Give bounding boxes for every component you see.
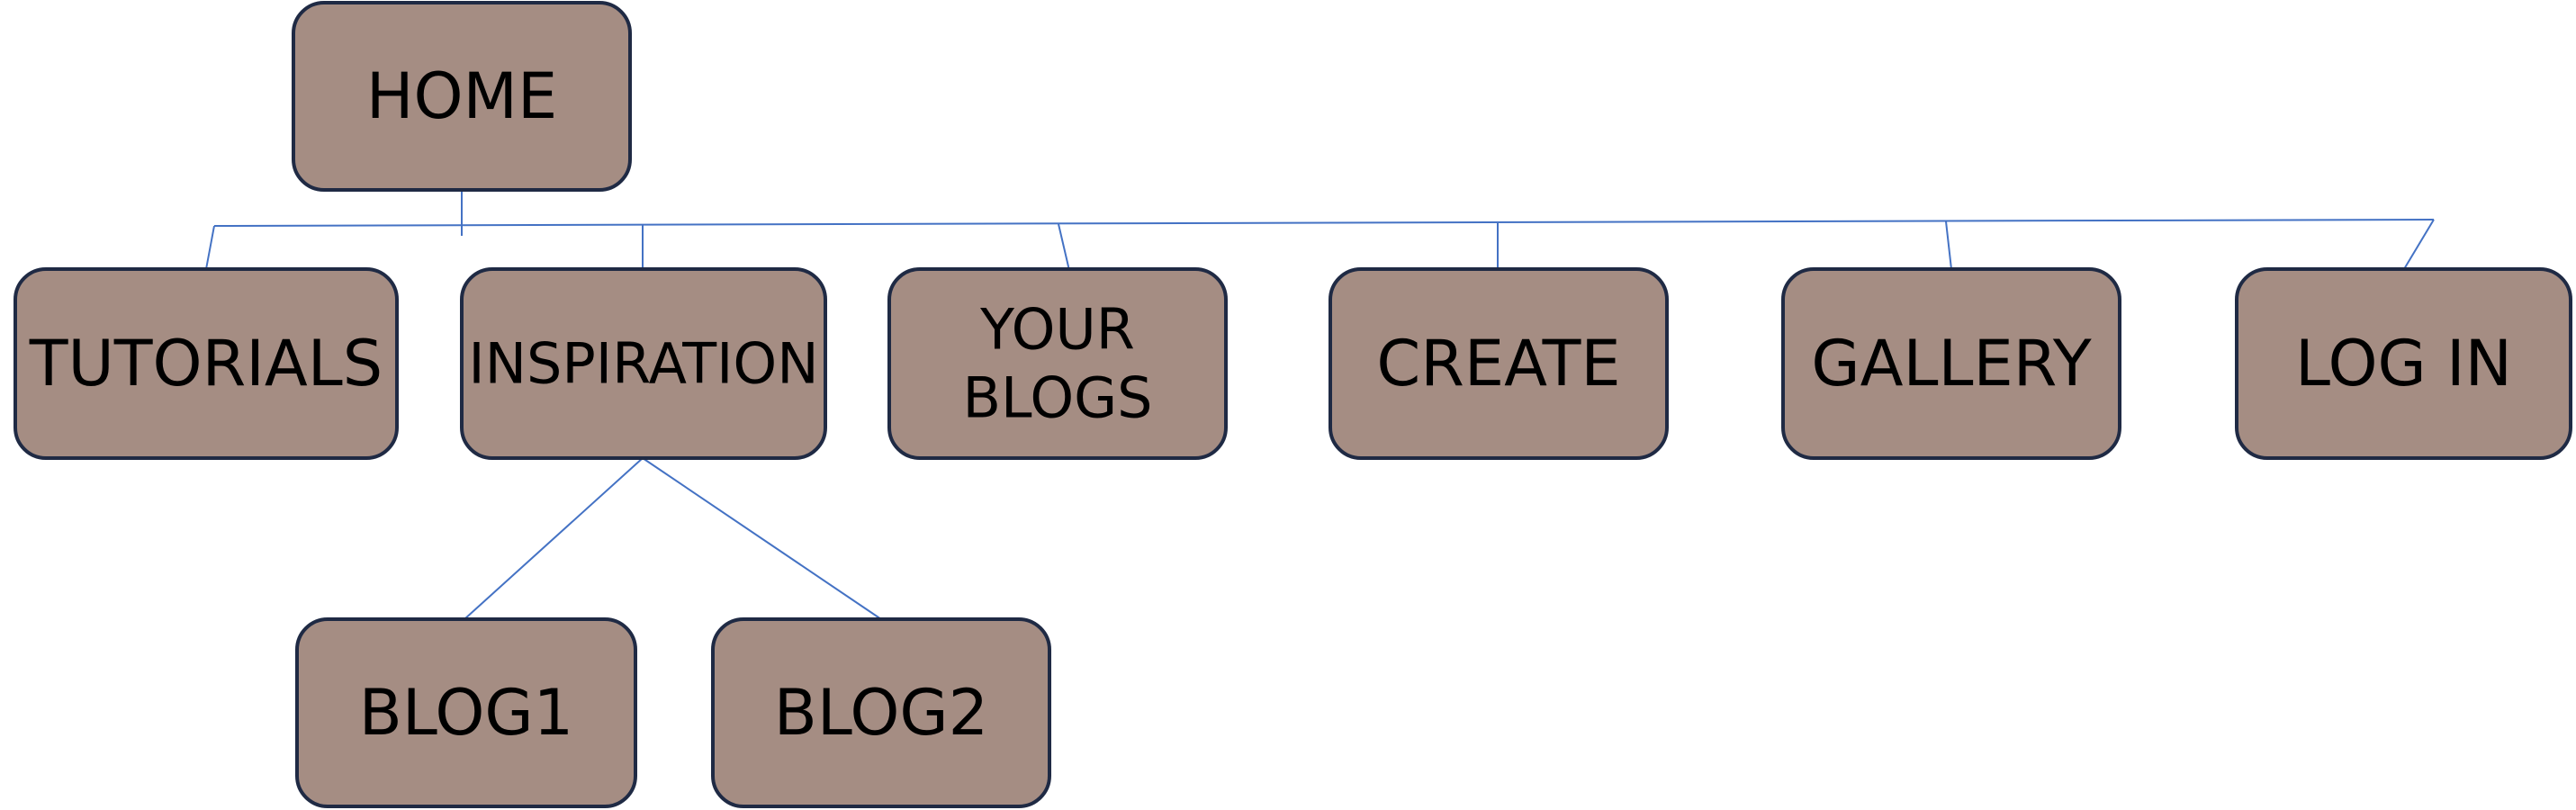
connector-tutorials [205,225,215,270]
connector-log-in [2403,219,2435,270]
node-inspiration: INSPIRATION [460,267,827,460]
node-label-tutorials: TUTORIALS [29,327,383,400]
node-box-tutorials [14,267,399,460]
node-box-your-blogs [887,267,1228,460]
node-label-log-in: LOG IN [2295,327,2512,400]
node-box-blog1 [295,617,637,808]
node-label-blog2: BLOG2 [774,676,988,750]
node-box-gallery [1781,267,2121,460]
connector-lines [205,190,2435,620]
node-box-log-in [2235,267,2572,460]
node-tutorials: TUTORIALS [14,267,399,460]
node-box-create [1329,267,1669,460]
node-create: CREATE [1329,267,1669,460]
node-box-inspiration [460,267,827,460]
node-label-home: HOME [366,59,557,133]
node-box-blog2 [711,617,1051,808]
node-log-in: LOG IN [2235,267,2572,460]
node-label-gallery: GALLERY [1811,327,2092,400]
node-box-home [292,1,632,192]
node-label-create: CREATE [1376,327,1620,400]
node-label-blog1: BLOG1 [359,676,573,750]
connector-gallery [1945,220,1952,270]
node-label-inspiration: INSPIRATION [468,331,818,397]
connector-bus [213,219,2435,227]
node-home: HOME [292,1,632,192]
node-label-your-blogs-line-2: BLOGS [962,364,1152,430]
node-blog2: BLOG2 [711,617,1051,808]
connector-blog1 [464,457,644,620]
node-label-your-blogs-line-1: YOUR [979,297,1135,363]
node-blog1: BLOG1 [295,617,637,808]
connector-blog2 [642,457,882,620]
node-gallery: GALLERY [1781,267,2121,460]
